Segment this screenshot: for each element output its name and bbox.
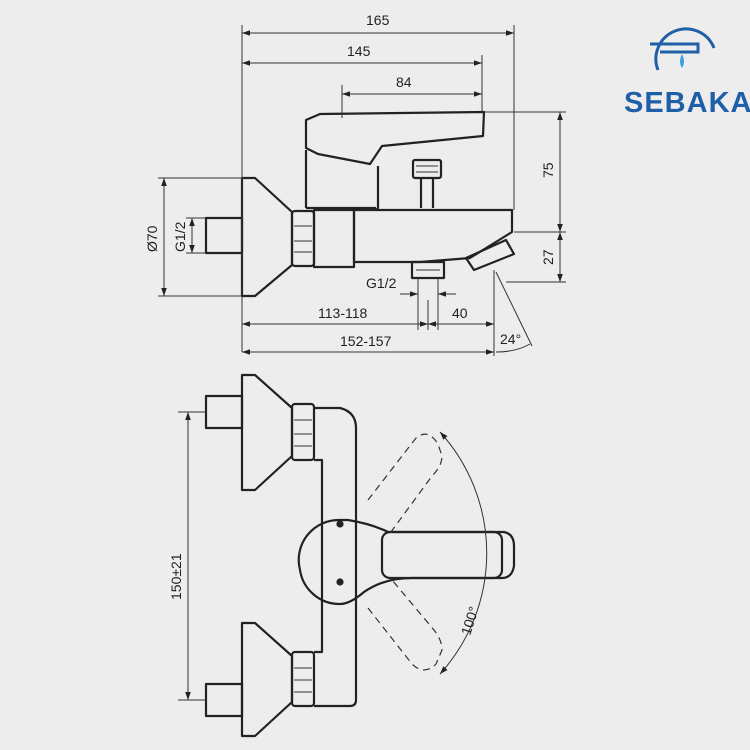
side-view [204,110,516,298]
cartridge [304,150,380,211]
bottom-outlet [410,260,446,280]
dim-lever-rotation: 100° [458,604,482,636]
lever-top [297,518,516,606]
dim-75: 75 [540,162,556,178]
dim-inlet-thread: G1/2 [172,221,188,252]
dim-diameter: Ø70 [144,225,160,252]
dim-152-157: 152-157 [340,333,392,349]
dim-spout-angle: 24° [500,331,521,347]
side-dimensions: 165 145 84 75 27 Ø70 G1/2 G1/2 113-118 4… [144,12,566,356]
wall-flange [240,176,294,298]
lever-position-down [367,579,443,671]
dim-27: 27 [540,249,556,265]
lever-position-up [367,433,443,537]
faucet-drop-logo-icon [650,27,716,71]
spout-angle-line [495,271,533,347]
lower-inlet [204,682,244,718]
spout-aerator [464,238,516,272]
diverter-knob [411,158,443,180]
spout-body [352,208,514,264]
mixer-body [314,406,358,708]
dim-145: 145 [347,43,371,59]
valve-body [312,208,356,269]
hex-nut [290,209,316,268]
dim-inlet-spacing: 150±21 [168,553,184,600]
dim-84: 84 [396,74,412,90]
dim-113-118: 113-118 [318,305,368,321]
upper-inlet [204,394,244,430]
sebaka-logo: SEBAKA [624,27,750,119]
lower-nut [290,650,316,708]
lever-handle [304,110,486,166]
lower-flange [240,621,294,738]
lever-grip [380,530,504,580]
brand-name: SEBAKA [624,87,750,119]
dim-165: 165 [366,12,390,28]
diverter-stem [419,178,435,208]
rotation-arc [439,431,488,675]
top-view: 100° [204,373,516,738]
top-dimensions: 150±21 [168,411,206,701]
dim-diverter-thread: G1/2 [366,275,397,291]
inlet-connector [204,216,244,255]
dim-40: 40 [452,305,468,321]
upper-flange [240,373,294,492]
upper-nut [290,402,316,462]
